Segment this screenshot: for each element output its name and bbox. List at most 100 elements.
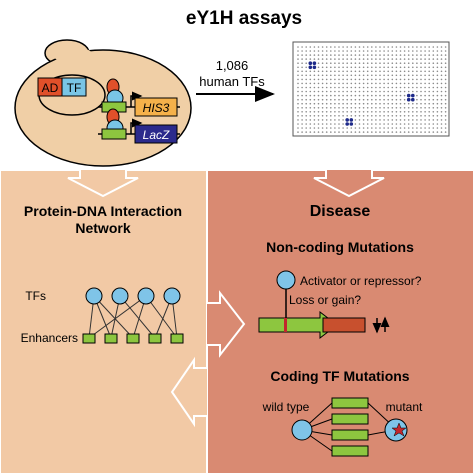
plate-dot <box>305 86 308 89</box>
plate-dot <box>309 111 312 113</box>
his3-label: HIS3 <box>143 101 170 115</box>
plate-dot <box>358 54 361 56</box>
plate-dot <box>330 94 332 97</box>
plate-dot <box>416 54 418 56</box>
plate-dot <box>338 90 340 93</box>
plate-dot <box>395 131 398 133</box>
plate-dot <box>416 82 418 85</box>
plate-dot <box>416 115 418 117</box>
arrow-down-left-outline <box>67 170 139 198</box>
plate-dot <box>379 102 381 105</box>
plate-dot <box>350 102 353 105</box>
network-title-line2: Network <box>75 220 130 236</box>
plate-dot <box>399 78 402 81</box>
plate-dot <box>432 102 435 105</box>
plate-dot <box>375 74 377 77</box>
plate-dot <box>428 98 431 101</box>
plate-dot <box>387 46 390 48</box>
plate-dot <box>440 107 443 109</box>
plate-dot <box>313 82 316 85</box>
wild-type-label: wild type <box>262 400 310 414</box>
plate-dot <box>440 94 443 97</box>
screening-plate <box>292 41 450 137</box>
plate-dot <box>309 98 312 101</box>
plate-dot <box>301 50 303 52</box>
enhancer-node <box>126 333 140 344</box>
tf-node-noncoding <box>276 270 296 290</box>
plate-dot <box>325 115 328 117</box>
promoter-arrow-icon-2 <box>130 118 143 134</box>
plate-dot <box>325 62 328 64</box>
plate-dot <box>346 111 349 113</box>
plate-dot <box>407 46 410 48</box>
plate-dot <box>395 123 398 125</box>
plate-dot <box>395 78 398 81</box>
plate-dot <box>412 46 414 48</box>
plate-dot <box>395 86 398 89</box>
plate-dot <box>342 54 344 56</box>
plate-dot <box>391 54 394 56</box>
tf-count-unit: human TFs <box>199 74 265 89</box>
plate-dot <box>428 70 431 73</box>
plate-dot <box>440 74 443 77</box>
plate-dot <box>354 102 357 105</box>
plate-dot <box>395 74 398 77</box>
plate-dot <box>305 90 308 93</box>
plate-dot <box>407 111 410 113</box>
plate-dot <box>440 90 443 93</box>
plate-dot <box>395 70 398 73</box>
plate-dot <box>403 119 406 121</box>
plate-dot <box>297 98 299 101</box>
plate-dot <box>436 111 439 113</box>
plate-dot <box>342 46 344 48</box>
plate-dot <box>346 66 349 69</box>
plate-dot <box>412 111 414 113</box>
plate-dot <box>416 131 418 133</box>
plate-dot <box>416 111 418 113</box>
plate-dot <box>383 111 385 113</box>
plate-dot <box>412 127 414 129</box>
plate-dot <box>297 74 299 77</box>
plate-dot <box>375 119 377 121</box>
plate-dot <box>371 70 373 73</box>
plate-dot <box>334 66 336 69</box>
plate-dot <box>391 62 394 64</box>
plate-dot <box>375 46 377 48</box>
plate-dot <box>362 54 365 56</box>
plate-dot <box>366 54 369 56</box>
plate-hit-dot <box>349 118 354 122</box>
plate-dot <box>305 66 308 69</box>
plate-dot <box>366 94 369 97</box>
plate-dot <box>309 115 312 117</box>
plate-dot <box>342 78 344 81</box>
reporter-lacz: LacZ <box>98 108 180 144</box>
plate-dot <box>395 94 398 97</box>
plate-dot <box>403 98 406 101</box>
tf-node <box>111 287 129 305</box>
plate-dot <box>420 62 422 64</box>
plate-dot <box>412 50 414 52</box>
plate-dot <box>325 54 328 56</box>
plate-dot <box>379 82 381 85</box>
plate-dot <box>301 131 303 133</box>
his3-box <box>134 97 178 117</box>
plate-dot <box>330 119 332 121</box>
plate-dot <box>366 98 369 101</box>
plate-dot <box>301 70 303 73</box>
plate-dot <box>362 102 365 105</box>
plate-dot <box>362 119 365 121</box>
plate-dot <box>395 66 398 69</box>
plate-dot <box>350 66 353 69</box>
plate-dot <box>387 58 390 60</box>
plate-dot <box>342 86 344 89</box>
plate-dot <box>440 58 443 60</box>
plate-dot <box>424 82 426 85</box>
plate-dot <box>379 111 381 113</box>
plate-dot <box>325 107 328 109</box>
plate-dot <box>420 102 422 105</box>
plate-dot <box>403 46 406 48</box>
plate-dot <box>317 74 320 77</box>
plate-dot <box>391 127 394 129</box>
plate-dot <box>334 94 336 97</box>
plate-dot <box>387 74 390 77</box>
